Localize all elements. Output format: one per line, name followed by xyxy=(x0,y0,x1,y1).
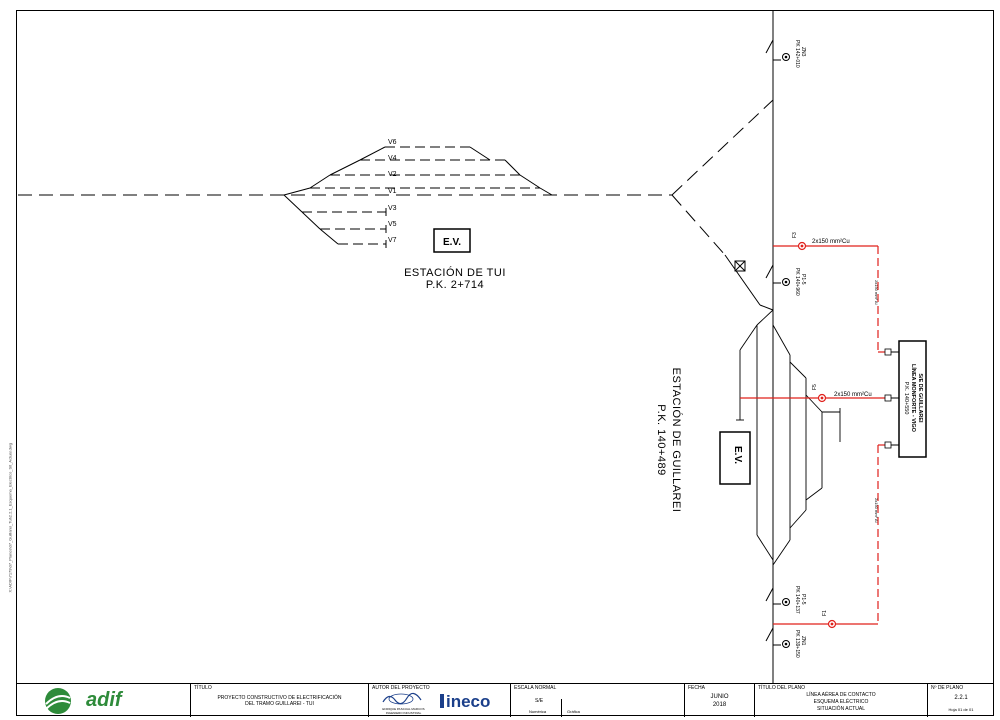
feeder-f5-label: F5 xyxy=(812,384,818,390)
tui-ev-box xyxy=(433,228,471,253)
feeder-f3-cable: 2x150 mm²Cu xyxy=(812,239,850,245)
section-insulator-icon xyxy=(734,260,746,272)
plano-title-line-1: LÍNEA AÉREA DE CONTACTO xyxy=(806,692,876,698)
electrical-schematic: V6 V4 V2 V1 V3 V5 V7 E.V. ESTACIÓN DE TU… xyxy=(18,10,927,683)
escala-label: ESCALA NORMAL xyxy=(514,685,557,691)
sheet-frame xyxy=(16,10,994,716)
ineco-logo-cell: ineco xyxy=(438,684,510,717)
plano-title-cell: TÍTULO DEL PLANO LÍNEA AÉREA DE CONTACTO… xyxy=(754,684,927,717)
substation-pk: P.K. 140+550 xyxy=(903,382,909,415)
track-label-v6: V6 xyxy=(388,139,397,146)
track-label-v2: V2 xyxy=(388,171,397,178)
fecha-cell: FECHA JUNIO 2018 xyxy=(684,684,754,717)
hoja-label: Hoja 01 de 01 xyxy=(948,707,974,712)
switch-zn3: PK 142+010 ZN3 xyxy=(765,39,806,68)
feeder-lines xyxy=(740,245,888,625)
switch-pk-label: PK 140+960 xyxy=(794,268,800,296)
feeder-f5-cable: 2x150 mm²Cu xyxy=(834,392,872,398)
escala-divider xyxy=(561,699,562,717)
substation-line: LÍNEA MONFORTE - VIGO xyxy=(910,364,918,433)
titulo-line-2: DEL TRAMO GUILLAREI - TUI xyxy=(245,701,314,707)
switch-zn1: PK 139+150 ZN1 xyxy=(765,627,806,658)
titulo-line-1: PROYECTO CONSTRUCTIVO DE ELECTRIFICACIÓN xyxy=(217,695,342,701)
substation-name: S/E DE GUILLAREI xyxy=(917,373,923,423)
tui-ev-label: E.V. xyxy=(443,237,461,248)
feeder-nodes xyxy=(797,241,837,629)
ineco-logo-icon xyxy=(440,694,444,708)
substation-terminals xyxy=(884,348,892,449)
switch-p15-south: PK 140+137 P1-5 xyxy=(765,586,806,614)
escala-value: S/E xyxy=(535,698,544,704)
track-label-v7: V7 xyxy=(388,237,397,244)
autor-role: INGENIERO INDUSTRIAL xyxy=(385,711,422,715)
substation-box xyxy=(898,340,927,458)
plano-number-label: Nº DE PLANO xyxy=(931,685,964,691)
switch-code-label: ZN1 xyxy=(800,636,806,646)
tui-station-pk: P.K. 2+714 xyxy=(426,279,484,291)
track-label-v3: V3 xyxy=(388,205,397,212)
track-label-v1: V1 xyxy=(388,188,397,195)
plano-title-line-2: ESQUEMA ELÉCTRICO xyxy=(813,699,869,705)
guillarei-ev-box xyxy=(719,431,751,485)
switch-pk-label: PK 140+137 xyxy=(794,586,800,614)
feeder-f1-label: F1 xyxy=(822,610,828,616)
title-block: adif TÍTULO PROYECTO CONSTRUCTIVO DE ELE… xyxy=(16,683,994,717)
plano-title-line-3: SITUACIÓN ACTUAL xyxy=(816,706,866,712)
ineco-logo-text: ineco xyxy=(446,692,491,711)
guillarei-station-pk: P.K. 140+489 xyxy=(655,404,667,476)
titulo-label: TÍTULO xyxy=(194,685,212,691)
escala-numerica: Numérica xyxy=(529,709,547,714)
track-label-v4: V4 xyxy=(388,155,397,162)
plano-title-label: TÍTULO DEL PLANO xyxy=(758,685,806,691)
autor-cell: AUTOR DEL PROYECTO ENRIQUE PASCUAL MARCO… xyxy=(368,684,438,717)
switch-pk-label: PK 142+010 xyxy=(794,40,800,68)
switch-code-label: ZN3 xyxy=(800,47,806,57)
switch-p15-north: PK 140+960 P1-5 xyxy=(765,264,806,296)
fecha-month: JUNIO xyxy=(710,694,729,700)
tui-station-name: ESTACIÓN DE TUI xyxy=(404,266,506,279)
guillarei-track-lines xyxy=(736,309,841,566)
titulo-cell: TÍTULO PROYECTO CONSTRUCTIVO DE ELECTRIF… xyxy=(190,684,368,717)
plano-number-cell: Nº DE PLANO 2.2.1 Hoja 01 de 01 xyxy=(927,684,994,717)
cable-note-north: 2x150 mm² Al xyxy=(874,280,879,305)
autor-name: ENRIQUE PASCUAL MARCOS xyxy=(382,707,425,711)
switch-code-label: P1-5 xyxy=(800,594,806,605)
plano-number-value: 2.2.1 xyxy=(954,695,968,701)
guillarei-ev-label: E.V. xyxy=(732,446,743,464)
guillarei-station-name: ESTACIÓN DE GUILLAREI xyxy=(670,368,683,513)
feeder-f3-label: F3 xyxy=(792,232,798,238)
escala-cell: ESCALA NORMAL S/E Numérica Gráfica xyxy=(510,684,684,717)
fecha-label: FECHA xyxy=(688,685,705,691)
tui-track-lines xyxy=(18,99,774,311)
signature-icon xyxy=(382,692,422,705)
adif-logo-cell: adif xyxy=(16,684,190,717)
escala-grafica: Gráfica xyxy=(567,709,580,714)
cable-note-south: 2x150 mm² Al xyxy=(874,498,879,523)
track-label-v5: V5 xyxy=(388,221,397,228)
switch-code-label: P1-5 xyxy=(800,274,806,285)
adif-logo-text: adif xyxy=(86,689,122,711)
switch-pk-label: PK 139+150 xyxy=(794,630,800,658)
autor-label: AUTOR DEL PROYECTO xyxy=(372,685,430,691)
adif-logo-icon xyxy=(45,688,71,714)
fecha-year: 2018 xyxy=(712,702,727,708)
